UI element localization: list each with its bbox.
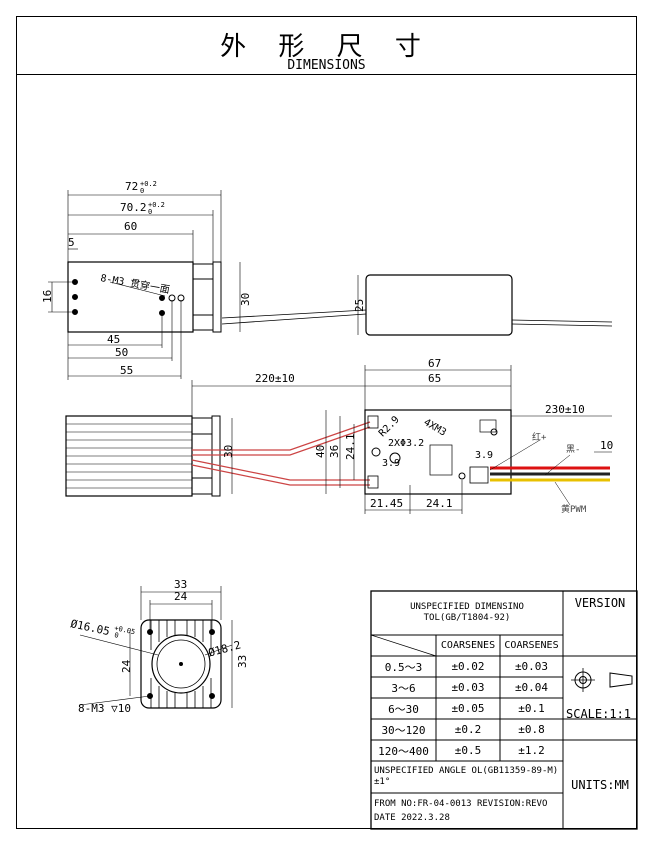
dim-40: 40 bbox=[314, 445, 327, 458]
front-fin-bottom bbox=[191, 477, 213, 495]
top-view-body bbox=[67, 261, 194, 333]
tolerance-header: UNSPECIFIED DIMENSINO TOL(GB/T1804-92) bbox=[410, 602, 524, 623]
front-fin-top bbox=[191, 417, 213, 435]
front-cap bbox=[211, 415, 221, 497]
title-english: DIMENSIONS bbox=[287, 58, 366, 73]
form-number: FROM NO:FR-04-0013 REVISION:REVO bbox=[374, 798, 548, 809]
row-tol-1: ±0.02 bbox=[451, 660, 485, 673]
dim-45: 45 bbox=[107, 333, 120, 346]
dim-70-2: 70.2 bbox=[120, 201, 147, 214]
dim-25: 25 bbox=[353, 299, 366, 312]
dim-50: 50 bbox=[115, 346, 128, 359]
dim-24-side-vert: 24 bbox=[120, 659, 133, 673]
dim-72: 72 bbox=[125, 180, 138, 193]
dim-55: 55 bbox=[120, 364, 133, 377]
top-view bbox=[48, 190, 613, 380]
version-label: VERSION bbox=[574, 596, 626, 610]
row-tol-1: ±0.05 bbox=[451, 702, 485, 715]
dim-230: 230±10 bbox=[545, 403, 585, 416]
title-block: 外 形 尺 寸 DIMENSIONS bbox=[16, 16, 637, 75]
row-range: 0.5～3 bbox=[384, 660, 423, 674]
row-range: 30～120 bbox=[381, 723, 426, 737]
dim-30-front: 30 bbox=[222, 445, 235, 458]
dim-3-9-right: 3.9 bbox=[475, 450, 493, 461]
row-tol-1: ±0.03 bbox=[451, 681, 485, 694]
dim-72-tol-upper: +0.2 bbox=[140, 180, 157, 188]
top-view-fin-bottom bbox=[192, 314, 214, 331]
dim-21-45: 21.45 bbox=[370, 497, 403, 510]
row-tol-2: ±0.03 bbox=[514, 660, 549, 673]
dim-33-side-top: 33 bbox=[174, 578, 187, 591]
drawing-frame bbox=[16, 16, 637, 829]
wire-label-red: 红+ bbox=[532, 431, 547, 443]
dim-220: 220±10 bbox=[255, 372, 295, 385]
row-tol-2: ±0.04 bbox=[514, 681, 549, 694]
dim-60: 60 bbox=[124, 220, 137, 233]
dim-r2-9: R2.9 bbox=[377, 414, 402, 439]
dim-phi16-05-tol-lower: 0 bbox=[114, 631, 120, 640]
driver-pcb bbox=[364, 409, 512, 495]
title-chinese: 外 形 尺 寸 bbox=[220, 32, 433, 62]
wire-label-black: 黑- bbox=[566, 444, 580, 455]
dim-24-1-horiz: 24.1 bbox=[426, 497, 453, 510]
tolerance-table-grid bbox=[370, 590, 638, 830]
note-8-m3: 8-M3 贯穿一面 bbox=[99, 271, 170, 296]
dim-3-9-left: 3.9 bbox=[382, 458, 400, 469]
angle-note: UNSPECIFIED ANGLE OL(GB11359-89-M)±1° bbox=[374, 766, 559, 787]
dim-24-1-vert: 24.1 bbox=[344, 434, 357, 461]
dim-10: 10 bbox=[600, 439, 613, 452]
dim-33-side-vert: 33 bbox=[236, 655, 249, 668]
row-tol-2: ±0.8 bbox=[518, 723, 545, 736]
laser-bore-inner bbox=[156, 639, 206, 689]
side-view bbox=[79, 586, 233, 709]
tolerance-table: UNSPECIFIED DIMENSINO TOL(GB/T1804-92) V… bbox=[371, 591, 637, 829]
dim-30: 30 bbox=[239, 293, 252, 306]
driver-module-top bbox=[365, 274, 513, 336]
front-view bbox=[65, 365, 612, 514]
units-label: UNITS:MM bbox=[571, 777, 629, 792]
dim-16: 16 bbox=[41, 290, 54, 303]
row-range: 3～6 bbox=[391, 681, 416, 695]
dim-67: 67 bbox=[428, 357, 441, 370]
dim-2x-phi: 2XΦ3.2 bbox=[388, 438, 424, 449]
row-range: 120～400 bbox=[378, 744, 429, 758]
row-range: 6～30 bbox=[388, 702, 419, 716]
dim-phi16-05: Ø16.05 bbox=[69, 617, 111, 638]
wire-label-yellow: 黄PWM bbox=[561, 503, 587, 515]
column-header-1: COARSENES bbox=[440, 640, 496, 651]
column-header-2: COARSENES bbox=[504, 640, 559, 651]
side-view-outline bbox=[140, 619, 222, 709]
top-view-fin-top bbox=[192, 263, 214, 280]
scale-label: SCALE:1:1 bbox=[566, 707, 632, 721]
row-tol-2: ±0.1 bbox=[518, 702, 545, 715]
dim-70-2-tol-upper: +0.2 bbox=[148, 201, 165, 209]
row-tol-2: ±1.2 bbox=[518, 744, 545, 757]
dim-36: 36 bbox=[328, 445, 341, 458]
dim-65: 65 bbox=[428, 372, 441, 385]
laser-bore-outer bbox=[151, 634, 211, 694]
top-view-cap bbox=[212, 261, 222, 333]
dim-72-tol-lower: 0 bbox=[140, 187, 144, 195]
note-8-m3-depth: 8-M3 ▽10 bbox=[78, 702, 131, 715]
dim-70-2-tol-lower: 0 bbox=[148, 208, 152, 216]
row-tol-1: ±0.5 bbox=[454, 744, 482, 757]
dim-4xm3: 4XM3 bbox=[422, 417, 448, 439]
dim-5: 5 bbox=[68, 236, 75, 249]
drawing-date: DATE 2022.3.28 bbox=[374, 812, 450, 823]
row-tol-1: ±0.2 bbox=[454, 723, 482, 736]
dim-24-side-top: 24 bbox=[174, 590, 188, 603]
